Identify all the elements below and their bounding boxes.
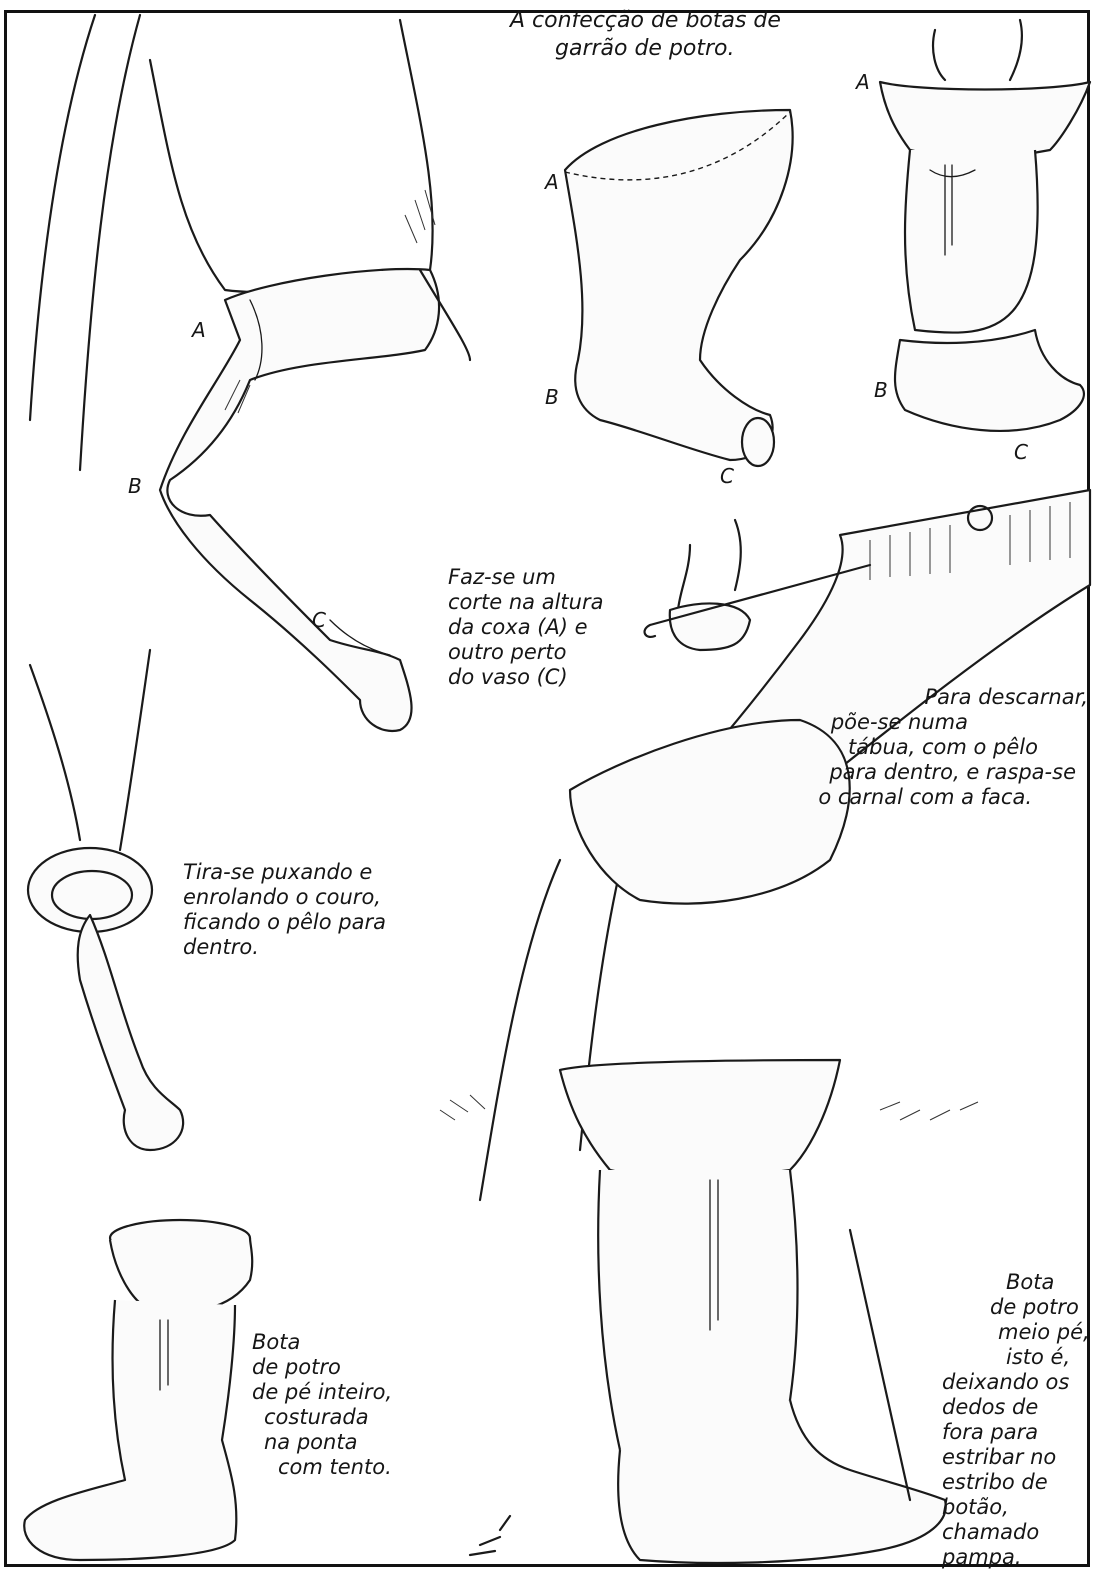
caption-inteiro-line: de pé inteiro, <box>252 1380 392 1405</box>
horse-leg-drawing <box>30 15 470 731</box>
caption-cut-line: corte na altura <box>448 590 603 615</box>
label-foot-a: A <box>856 70 870 94</box>
page-title-line2: garrão de potro. <box>555 36 735 61</box>
caption-tira-line: dentro. <box>183 935 386 960</box>
caption-meio-line: estribar no <box>942 1445 1069 1470</box>
caption-meio-line: deixando os <box>942 1370 1069 1395</box>
caption-cut-line: da coxa (A) e <box>448 615 603 640</box>
caption-cut: Faz-se um corte na altura da coxa (A) e … <box>448 565 603 690</box>
caption-meio-line: chamado <box>942 1520 1069 1545</box>
caption-inteiro: Bota de potro de pé inteiro, costurada n… <box>252 1330 392 1480</box>
page-title-line1: A confecção de botas de <box>510 8 781 33</box>
caption-inteiro-line: Bota <box>252 1330 392 1355</box>
label-foot-c: C <box>1014 440 1028 464</box>
caption-meio-line: de potro <box>990 1295 1094 1320</box>
caption-meio-line: Bota <box>1006 1270 1094 1295</box>
caption-meio-line: fora para <box>942 1420 1069 1445</box>
caption-descarnar-line: o carnal com a faca. <box>798 785 1032 810</box>
caption-inteiro-line: de potro <box>252 1355 392 1380</box>
caption-meio: Bota de potro meio pé, isto é, deixando … <box>968 1270 1094 1570</box>
caption-meio-line: isto é, <box>1006 1345 1094 1370</box>
caption-inteiro-line: costurada <box>264 1405 404 1430</box>
caption-tira: Tira-se puxando e enrolando o couro, fic… <box>183 860 386 960</box>
caption-tira-line: Tira-se puxando e <box>183 860 386 885</box>
caption-descarnar-line: põe-se numa <box>798 710 968 735</box>
skin-drawing <box>565 110 793 466</box>
caption-meio-line: estribo de <box>942 1470 1069 1495</box>
label-skin-a: A <box>545 170 559 194</box>
caption-meio-line: meio pé, <box>998 1320 1094 1345</box>
caption-inteiro-line: na ponta <box>264 1430 404 1455</box>
caption-tira-line: ficando o pêlo para <box>183 910 386 935</box>
half-boot-drawing <box>440 720 978 1563</box>
label-leg-a: A <box>192 318 206 342</box>
label-skin-b: B <box>545 385 559 409</box>
caption-meio-line: botão, <box>942 1495 1069 1520</box>
caption-descarnar: Para descarnar, põe-se numa tábua, com o… <box>798 685 1088 810</box>
caption-inteiro-line: com tento. <box>278 1455 418 1480</box>
caption-meio-line: dedos de <box>942 1395 1069 1420</box>
full-boot-drawing <box>24 1220 252 1560</box>
label-foot-b: B <box>874 378 888 402</box>
caption-tira-line: enrolando o couro, <box>183 885 386 910</box>
label-leg-b: B <box>128 474 142 498</box>
label-leg-c: C <box>312 608 326 632</box>
caption-meio-line: pampa. <box>942 1545 1069 1570</box>
caption-cut-line: do vaso (C) <box>448 665 603 690</box>
caption-descarnar-line: Para descarnar, <box>798 685 1088 710</box>
rolled-skin-drawing <box>28 650 183 1150</box>
label-skin-c: C <box>720 464 734 488</box>
caption-descarnar-line: para dentro, e raspa-se <box>798 760 1076 785</box>
boot-drawing-top <box>880 20 1090 431</box>
caption-descarnar-line: tábua, com o pêlo <box>798 735 1038 760</box>
caption-cut-line: outro perto <box>448 640 603 665</box>
caption-cut-line: Faz-se um <box>448 565 603 590</box>
